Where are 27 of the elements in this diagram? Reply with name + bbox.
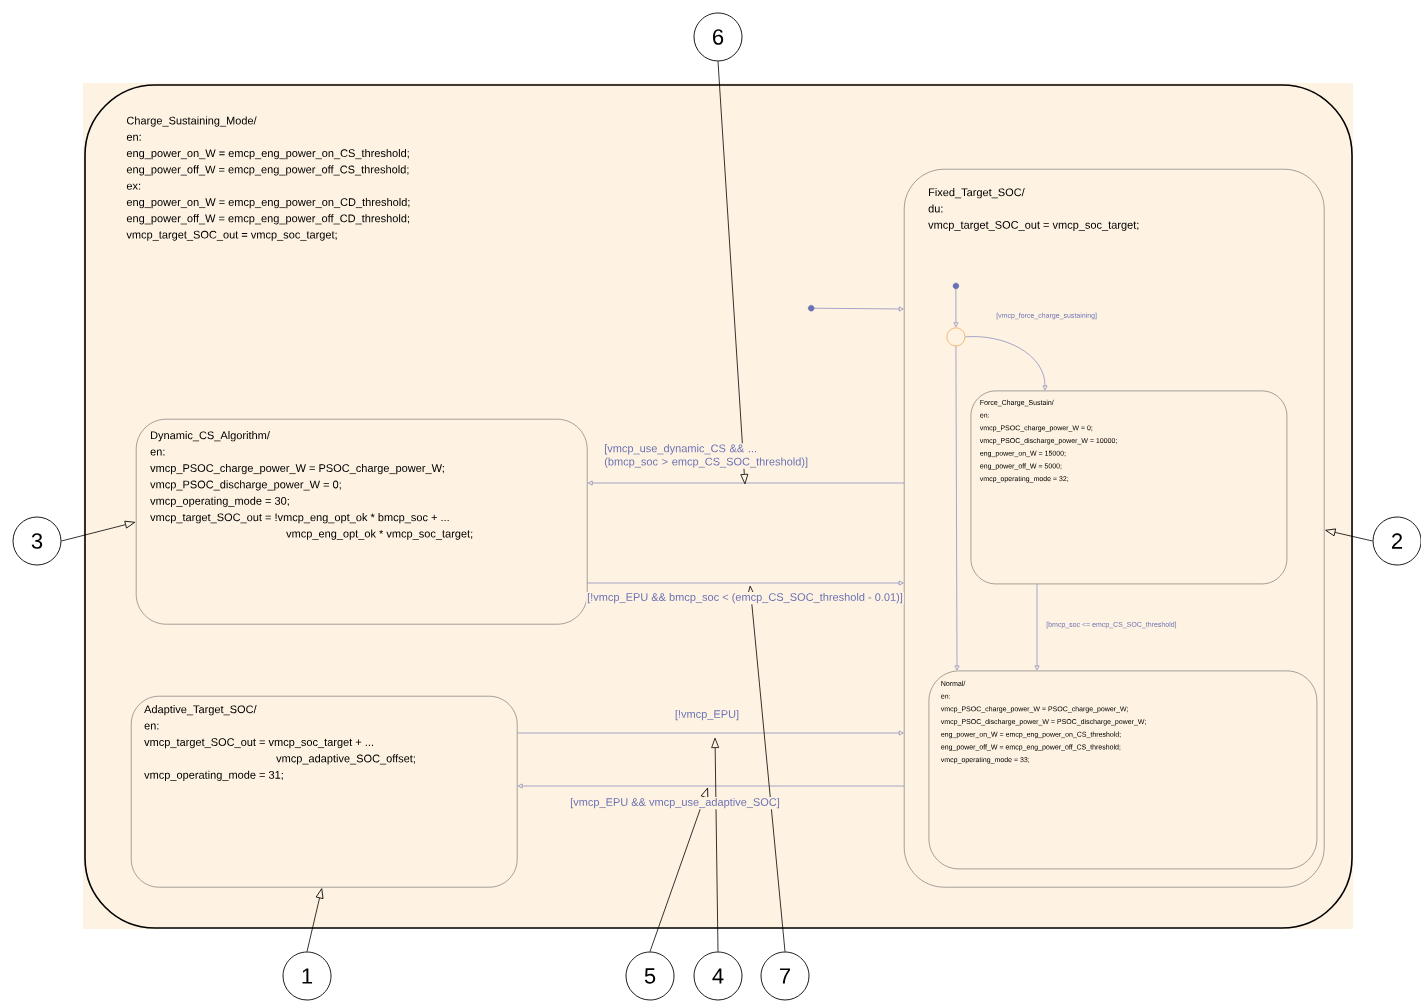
edge-label: [vmcp_use_dynamic_CS && ... (bmcp_soc > emcp_CS_SOC_threshold)] [603,443,811,469]
transition-arrow [517,783,905,789]
callout-number: 7 [760,951,810,1001]
callout-number: 6 [693,12,743,62]
leader-line [306,888,324,952]
transition-arrow [953,288,959,328]
leader-line [717,61,749,485]
callout-number: 3 [12,516,62,566]
transition-arrow [587,480,905,486]
transition-arrow [814,306,904,312]
leader-line [649,787,709,952]
state-box: Adaptive_Target_SOC/ en: vmcp_target_SOC_out = vmcp_soc_target + ... vmcp_adaptive_SOC_offset; vmcp_operating_mode = 31; [130,695,518,888]
junction-circle [946,327,966,347]
transition-arrow [954,346,960,671]
transition-arrow [517,730,904,736]
callout-number: 5 [625,951,675,1001]
transition-arrow [1034,583,1040,671]
leader-line [711,737,720,952]
transition-arrow [587,580,904,586]
leader-line [1325,528,1373,542]
callout-number: 1 [282,951,332,1001]
state-box: Dynamic_CS_Algorithm/ en: vmcp_PSOC_charge_power_W = PSOC_charge_power_W; vmcp_PSOC_discharge_power_W = 0; vmcp_operating_mode = 30; vmcp_target_SOC_out = !vmcp_eng_opt_ok * bmcp_soc + ... vmcp_eng_opt_ok * vmcp_soc_target; [135,418,588,625]
callout-number: 2 [1372,516,1421,566]
transition-arrow [965,336,1048,391]
callout-number: 4 [693,951,743,1001]
leader-line [747,585,786,952]
leader-line [61,520,136,542]
